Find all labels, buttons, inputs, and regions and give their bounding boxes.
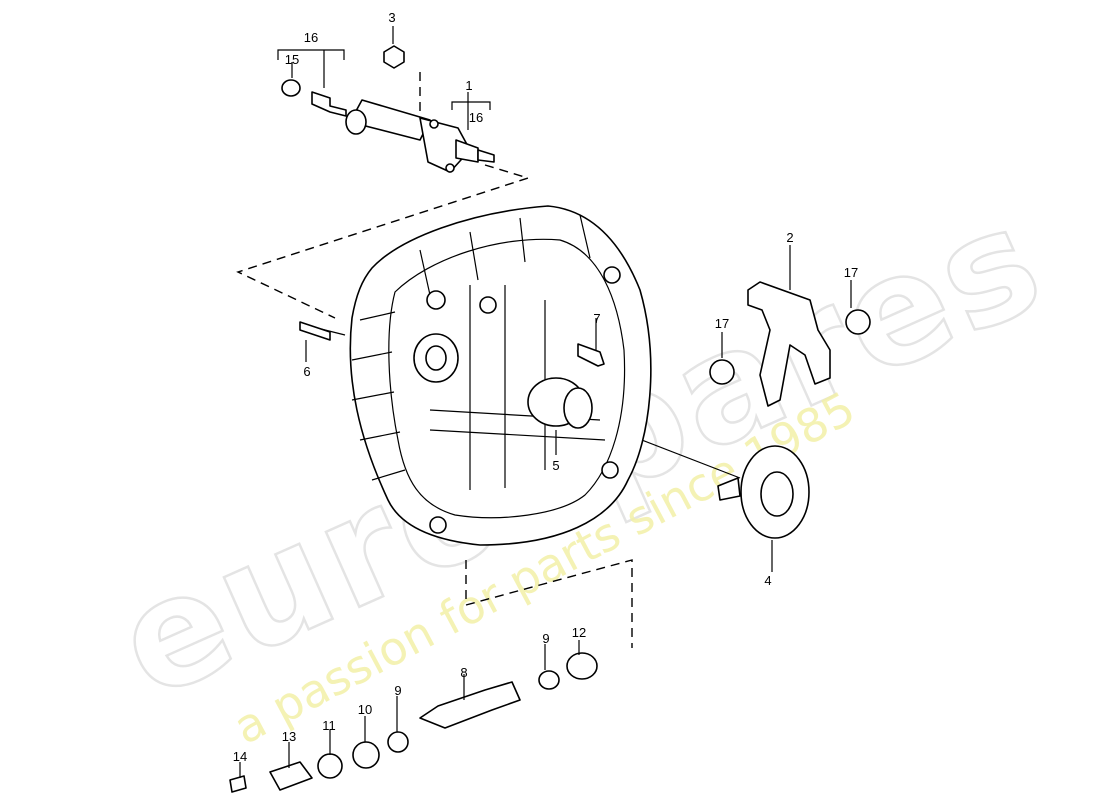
slave-cylinder xyxy=(345,99,495,173)
screw-part xyxy=(229,775,247,793)
seal-ring-part xyxy=(538,670,560,690)
clutch-housing xyxy=(349,205,652,546)
callout-6: 6 xyxy=(303,364,310,379)
callout-12: 12 xyxy=(572,625,586,640)
callout-15: 15 xyxy=(285,52,299,67)
callout-16-lower: 16 xyxy=(469,110,483,125)
release-fork-part xyxy=(747,281,831,407)
callout-9-lower: 9 xyxy=(394,683,401,698)
callout-2: 2 xyxy=(786,230,793,245)
nut-part xyxy=(383,45,405,69)
needle-bearing-part xyxy=(566,652,598,680)
assembly-line-shaft xyxy=(465,559,633,648)
seal-ring-lower-part xyxy=(387,731,409,753)
callout-17-right: 17 xyxy=(844,265,858,280)
assembly-line-cylinder xyxy=(236,164,531,319)
bolt-part xyxy=(577,343,605,367)
callout-leaders xyxy=(239,26,852,778)
bleeder-cap-part xyxy=(281,79,301,97)
callout-1: 1 xyxy=(465,78,472,93)
callout-11: 11 xyxy=(322,718,336,733)
guide-bushing-part xyxy=(527,377,593,429)
callout-13: 13 xyxy=(282,729,296,744)
callout-9-upper: 9 xyxy=(542,631,549,646)
shaft-part xyxy=(419,681,521,729)
fork-bushing-part xyxy=(709,309,871,385)
callout-17-left: 17 xyxy=(715,316,729,331)
bleeder-valve-part xyxy=(311,91,347,117)
callout-14: 14 xyxy=(233,749,247,764)
callout-10: 10 xyxy=(358,702,372,717)
bush-part xyxy=(352,741,380,769)
callout-16-upper: 16 xyxy=(304,30,318,45)
callout-labels: 1 2 3 4 5 6 7 8 9 9 10 11 12 13 14 15 16… xyxy=(233,10,858,764)
callout-3: 3 xyxy=(388,10,395,25)
callout-4: 4 xyxy=(764,573,771,588)
callout-5: 5 xyxy=(552,458,559,473)
callout-8: 8 xyxy=(460,665,467,680)
bracket-part xyxy=(269,761,313,791)
nut-lower-part xyxy=(317,753,343,779)
callout-7: 7 xyxy=(593,311,600,326)
release-bearing-part xyxy=(717,445,810,539)
stud-part xyxy=(299,321,331,341)
